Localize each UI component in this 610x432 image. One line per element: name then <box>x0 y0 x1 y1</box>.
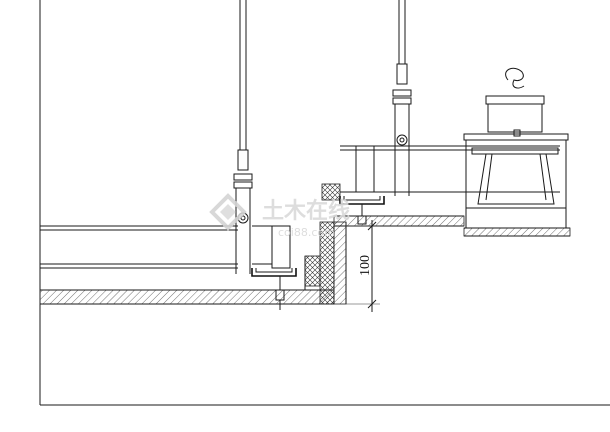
left-ceiling-boards <box>40 225 272 269</box>
watermark: 土木在线 coi88.com <box>209 193 350 239</box>
left-ceiling-slab <box>39 289 335 305</box>
upper-ceiling-slab <box>321 145 571 237</box>
left-main-channel <box>251 225 297 310</box>
right-main-channel <box>339 145 385 225</box>
ceiling-step-wall <box>304 221 347 305</box>
watermark-cn-text: 土木在线 <box>262 198 350 224</box>
right-hanger-rod <box>392 0 412 196</box>
dimension-line <box>346 220 380 312</box>
drawing-frame <box>39 0 610 406</box>
watermark-url-text: coi88.com <box>278 226 335 239</box>
downlight-fixture <box>463 67 569 229</box>
left-hanger-rod <box>233 0 253 274</box>
dimension-label: 100 <box>358 255 373 276</box>
